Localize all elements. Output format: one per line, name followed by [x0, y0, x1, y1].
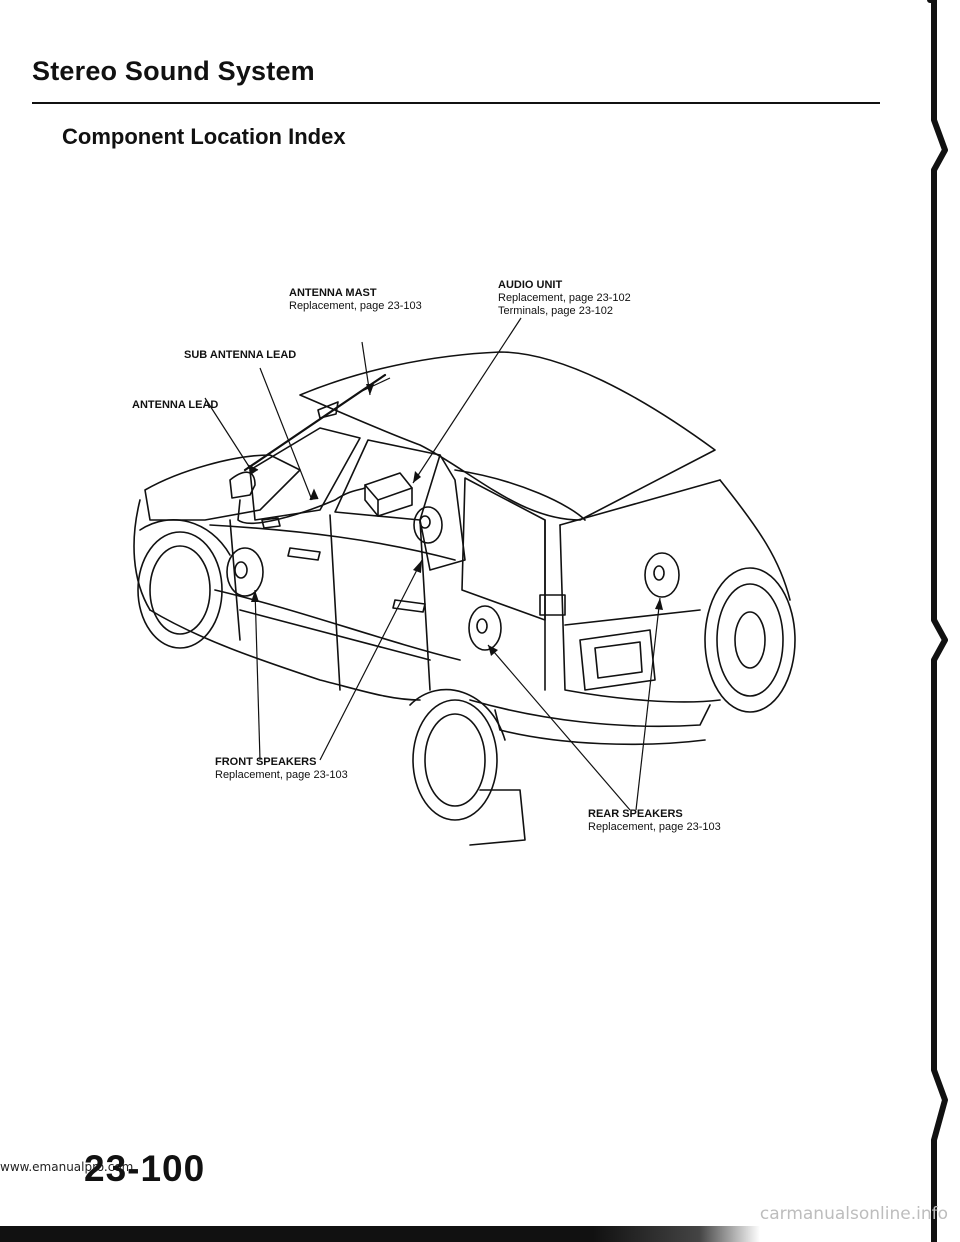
title-rule [32, 102, 880, 104]
footer-url[interactable]: www.emanualpro.com [0, 1160, 134, 1174]
antenna-mast-callout: ANTENNA MAST Replacement, page 23-103 [289, 287, 422, 313]
antenna-mast-ref: Replacement, page 23-103 [289, 300, 422, 312]
section-title: Component Location Index [62, 124, 346, 149]
page-title: Stereo Sound System [32, 56, 315, 86]
antenna-lead-callout: ANTENNA LEAD [132, 399, 218, 412]
front-speakers-callout: FRONT SPEAKERS Replacement, page 23-103 [215, 756, 348, 782]
front-speakers-ref: Replacement, page 23-103 [215, 769, 348, 781]
page-number: 23-100 [84, 1148, 206, 1189]
antenna-lead-label: ANTENNA LEAD [132, 399, 219, 411]
rear-speakers-callout: REAR SPEAKERS Replacement, page 23-103 [588, 808, 721, 834]
audio-unit-label: AUDIO UNIT [498, 279, 563, 291]
sub-antenna-lead-label: SUB ANTENNA LEAD [184, 349, 297, 361]
audio-unit-ref-replacement: Replacement, page 23-102 [498, 292, 631, 304]
footer-bar [0, 1226, 760, 1242]
sub-antenna-lead-callout: SUB ANTENNA LEAD [184, 349, 296, 362]
rear-speakers-label: REAR SPEAKERS [588, 808, 683, 820]
watermark: carmanualsonline.info [759, 1204, 948, 1224]
front-speakers-label: FRONT SPEAKERS [215, 756, 317, 768]
audio-unit-callout: AUDIO UNIT Replacement, page 23-102 Term… [498, 279, 631, 318]
antenna-mast-label: ANTENNA MAST [289, 287, 377, 299]
rear-speakers-ref: Replacement, page 23-103 [588, 821, 721, 833]
audio-unit-ref-terminals: Terminals, page 23-102 [498, 305, 613, 317]
